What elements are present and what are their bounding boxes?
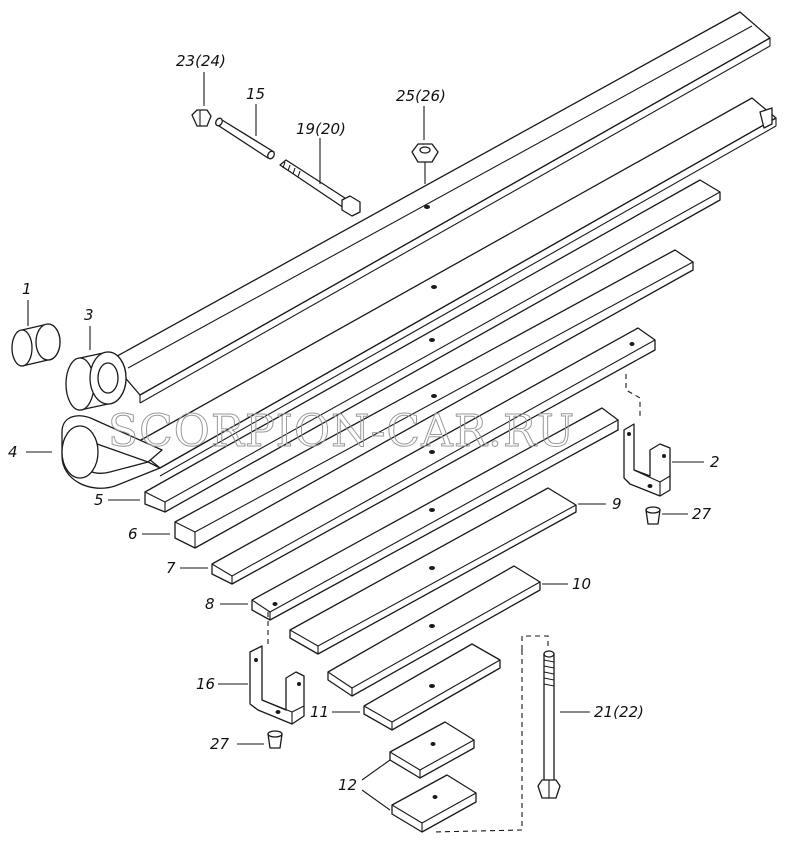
callout-27-right: 27 — [692, 505, 712, 523]
center-bolt-21 — [537, 650, 561, 799]
bolt-19 — [279, 159, 361, 217]
callout-27-left: 27 — [210, 735, 230, 753]
leaf-11 — [363, 643, 501, 731]
bolt-to-spacer-dash — [431, 650, 523, 833]
sleeve-1 — [11, 323, 61, 367]
callout-12: 12 — [338, 776, 357, 794]
callout-5: 5 — [94, 491, 104, 509]
callout-6: 6 — [128, 525, 138, 543]
eye-bushing-3 — [65, 351, 127, 411]
main-leaf-with-eye — [109, 11, 771, 404]
callout-8: 8 — [205, 595, 215, 613]
spacer-12-lower — [391, 774, 477, 833]
leaf-8 — [251, 407, 619, 621]
callout-3: 3 — [84, 306, 94, 324]
callout-10: 10 — [572, 575, 591, 593]
u-clamp-2 — [623, 423, 671, 497]
nut-25 — [411, 143, 439, 184]
callout-19-20: 19(20) — [296, 120, 346, 138]
pin-15 — [215, 117, 275, 160]
leaf-10 — [327, 565, 541, 697]
leaf-6 — [174, 249, 694, 549]
cap-27-right — [645, 506, 661, 525]
nut-23 — [191, 109, 212, 127]
callout-7: 7 — [166, 559, 176, 577]
callout-9: 9 — [612, 495, 622, 513]
wrap-eye-4 — [61, 415, 163, 489]
watermark: SCORPION-CAR.RU — [108, 406, 575, 457]
callout-23-24: 23(24) — [176, 52, 226, 70]
u-clamp-16 — [249, 645, 305, 725]
leaf-5 — [144, 179, 721, 513]
callout-16: 16 — [196, 675, 215, 693]
callout-21-22: 21(22) — [594, 703, 644, 721]
callout-25-26: 25(26) — [396, 87, 446, 105]
leaf-7 — [211, 327, 656, 585]
bolt-leader-dash — [521, 635, 549, 650]
leader-lines — [26, 72, 704, 811]
callout-15: 15 — [246, 85, 265, 103]
callout-4: 4 — [8, 443, 18, 461]
callout-2: 2 — [710, 453, 720, 471]
clamp-2-dash — [625, 374, 641, 420]
callout-11: 11 — [310, 703, 329, 721]
callout-1: 1 — [22, 280, 32, 298]
spacer-12-upper — [389, 721, 475, 779]
cap-27-left — [267, 730, 283, 749]
leaf-9 — [289, 487, 577, 655]
